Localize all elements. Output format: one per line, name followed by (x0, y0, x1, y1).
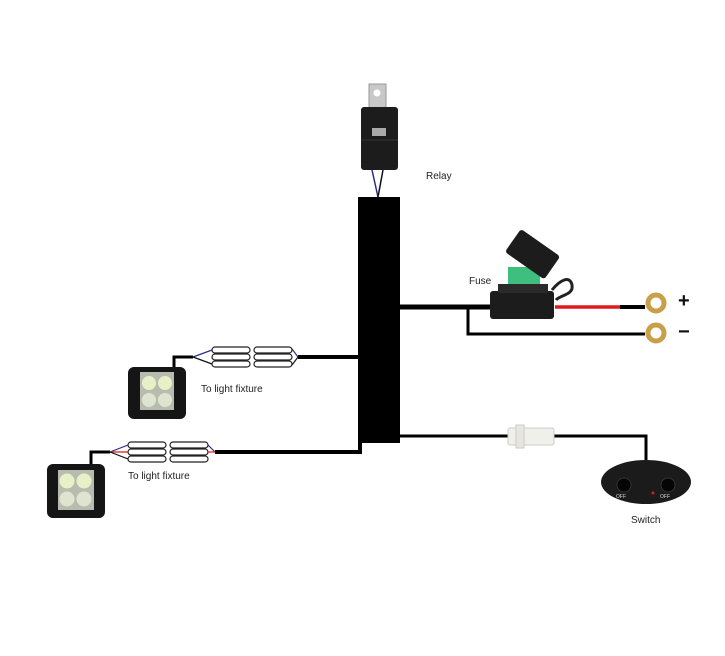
light-branch-upper (172, 346, 358, 370)
relay-label: Relay (426, 171, 452, 182)
fuse-label: Fuse (469, 276, 492, 287)
switch-off-right-label: OFF (660, 494, 670, 500)
positive-sign: + (678, 290, 690, 312)
power-branch (400, 230, 667, 344)
relay (361, 83, 398, 198)
switch-label: Switch (631, 515, 661, 526)
switch-branch (400, 424, 648, 463)
light-fixture-lower (47, 464, 105, 518)
ring-terminal-positive (645, 292, 667, 314)
switch: OFF OFF (601, 460, 691, 504)
fuse-holder (490, 230, 574, 319)
ring-terminal-negative (645, 322, 667, 344)
light-branch-lower (89, 440, 362, 467)
harness-trunk (358, 197, 400, 443)
negative-sign: − (678, 321, 690, 343)
light-fixture-upper (128, 367, 186, 419)
switch-off-left-label: OFF (616, 494, 626, 500)
light-fixture-lower-label: To light fixture (128, 471, 190, 482)
light-fixture-upper-label: To light fixture (201, 384, 263, 395)
